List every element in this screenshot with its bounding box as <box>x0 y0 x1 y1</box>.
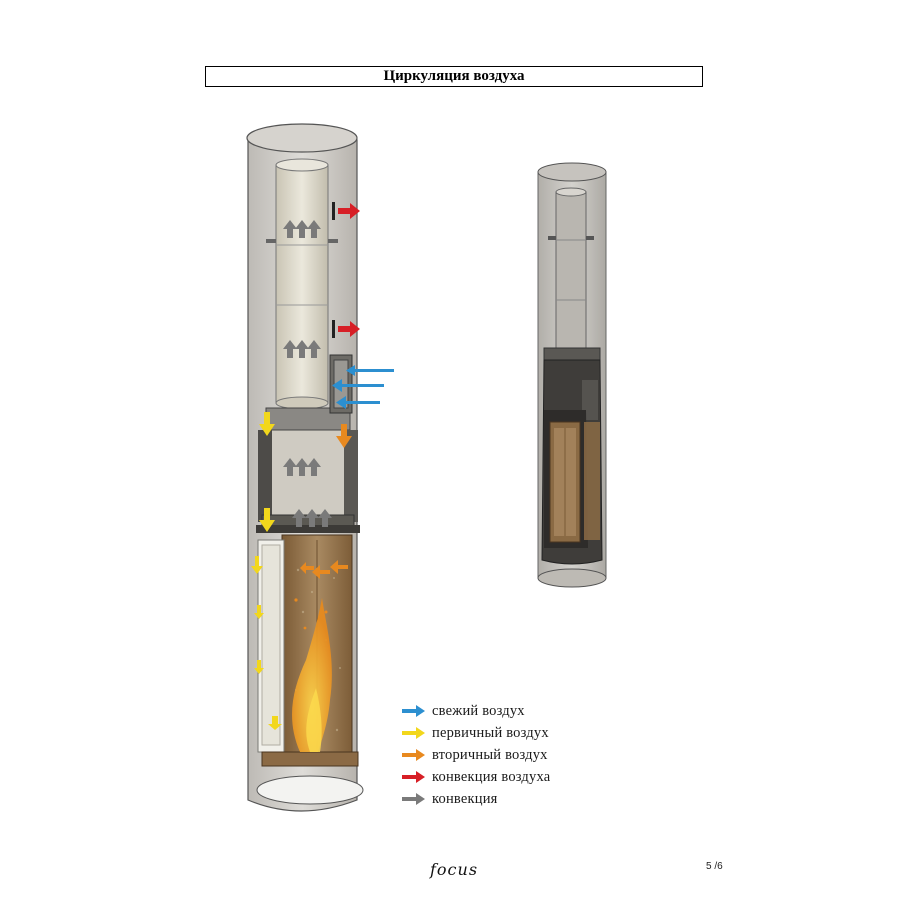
legend-label: конвекция воздуха <box>432 768 551 785</box>
gray-arrow-icon <box>402 793 425 805</box>
legend-item-air-convection: конвекция воздуха <box>400 766 550 788</box>
legend-label: свежий воздух <box>432 702 525 719</box>
convection-air-arrows <box>332 202 360 338</box>
legend: свежий воздух первичный воздух вторичный… <box>400 700 550 810</box>
convection-arrows <box>283 220 332 527</box>
page-title: Циркуляция воздуха <box>205 66 703 87</box>
legend-item-secondary-air: вторичный воздух <box>400 744 550 766</box>
red-arrow-icon <box>402 771 425 783</box>
legend-item-convection: конвекция <box>400 788 550 810</box>
fresh-air-arrows <box>332 365 394 409</box>
legend-item-primary-air: первичный воздух <box>400 722 550 744</box>
secondary-air-arrows <box>294 424 352 630</box>
legend-label: первичный воздух <box>432 724 549 741</box>
legend-item-fresh-air: свежий воздух <box>400 700 550 722</box>
small-assembled-view <box>537 162 607 588</box>
primary-air-arrows <box>251 412 282 730</box>
legend-label: конвекция <box>432 790 498 807</box>
page-number: 5 /6 <box>706 861 723 872</box>
legend-label: вторичный воздух <box>432 746 548 763</box>
blue-arrow-icon <box>402 705 425 717</box>
yellow-arrow-icon <box>402 727 425 739</box>
focus-logo: focus <box>430 860 479 879</box>
orange-arrow-icon <box>402 749 425 761</box>
